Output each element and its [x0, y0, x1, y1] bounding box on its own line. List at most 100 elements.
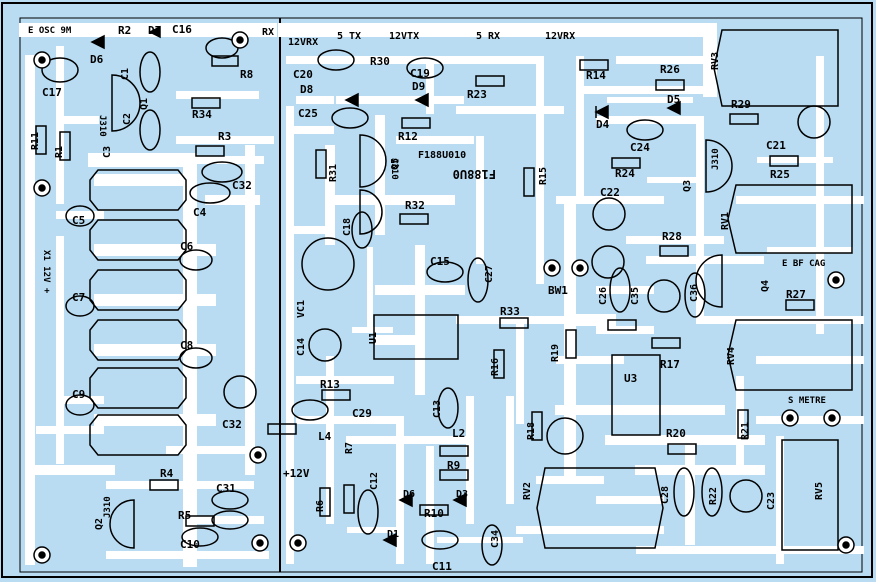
component-label: X1 12V +	[41, 250, 51, 294]
component-label: R13	[320, 378, 340, 391]
component-label: L2	[452, 427, 465, 440]
component-label: R33	[500, 305, 520, 318]
component-label: RV3	[710, 52, 721, 70]
component-label: Q5	[390, 158, 401, 170]
component-label: R3	[218, 130, 231, 143]
component-label: R20	[666, 427, 686, 440]
copper-traces	[19, 23, 864, 567]
component-label: R11	[30, 132, 41, 150]
component-label: 12VRX	[545, 31, 575, 42]
component-label: C8	[180, 339, 193, 352]
component-label: D1	[387, 529, 399, 540]
component-label: C23	[766, 492, 777, 510]
component-label: C13	[432, 400, 443, 418]
component-label: R2	[118, 24, 131, 37]
component-label: BW1	[548, 284, 568, 297]
component-label: L4	[318, 430, 332, 443]
component-label: R23	[467, 88, 487, 101]
component-label: Q3	[682, 180, 693, 192]
component-label: J310	[103, 496, 113, 518]
component-label: R29	[731, 98, 751, 111]
component-label: C11	[432, 560, 452, 573]
component-label: C4	[193, 206, 207, 219]
component-label: R31	[328, 164, 339, 182]
component-label: C7	[72, 291, 85, 304]
component-label: C26	[598, 287, 609, 305]
component-label: D8	[300, 83, 313, 96]
component-label: R14	[586, 69, 606, 82]
component-label: D6	[90, 53, 104, 66]
pcb-inner-border	[19, 17, 863, 573]
component-label: C19	[410, 67, 430, 80]
component-label: J310	[711, 148, 721, 170]
component-label: C9	[72, 388, 85, 401]
component-label: RV4	[726, 347, 737, 365]
component-label: E BF CAG	[782, 259, 825, 269]
component-label: R9	[447, 459, 460, 472]
component-label: F188U010	[418, 150, 466, 161]
component-label: RV5	[814, 482, 825, 500]
component-label: R15	[538, 167, 549, 185]
component-label: C28	[660, 486, 671, 504]
component-label: R16	[490, 358, 501, 376]
component-label: R24	[615, 167, 635, 180]
component-outlines	[35, 29, 853, 566]
component-label: R25	[770, 168, 790, 181]
component-label: S METRE	[788, 396, 826, 406]
component-label: J310	[389, 158, 399, 180]
component-label: C27	[484, 265, 495, 283]
component-label: RV1	[720, 212, 731, 230]
component-label: E OSC 9M	[28, 26, 72, 36]
component-label: R12	[398, 130, 418, 143]
component-label: Q2	[94, 518, 105, 530]
component-label: Q1	[139, 98, 150, 110]
component-label: U1	[368, 332, 379, 344]
component-label: U3	[624, 372, 637, 385]
component-label: C1	[120, 68, 131, 80]
component-label: F188U0	[453, 167, 496, 181]
component-label: Q4	[760, 280, 771, 292]
component-label: C32	[232, 179, 252, 192]
component-label: C32	[222, 418, 242, 431]
component-label: C16	[172, 23, 192, 36]
component-label: C17	[42, 86, 62, 99]
component-label: R17	[660, 358, 680, 371]
component-label: C10	[180, 538, 200, 551]
component-label: C15	[430, 255, 450, 268]
component-label: C36	[689, 284, 700, 302]
component-label: R18	[526, 422, 537, 440]
component-label: R8	[240, 68, 253, 81]
component-label: C2	[122, 113, 133, 125]
component-label: 12VRX	[288, 37, 318, 48]
component-label: R4	[160, 467, 174, 480]
component-label: R28	[662, 230, 682, 243]
component-label: R19	[550, 344, 561, 362]
component-label: C29	[352, 407, 372, 420]
component-label: R6	[315, 500, 326, 512]
component-label: C20	[293, 68, 313, 81]
component-label: D5	[667, 93, 680, 106]
component-label: C24	[630, 141, 650, 154]
component-label: C31	[216, 482, 236, 495]
component-label: +12V	[283, 467, 310, 480]
component-label: R34	[192, 108, 212, 121]
component-label: 5 TX	[337, 31, 361, 42]
component-label: C22	[600, 186, 620, 199]
component-label: R22	[708, 487, 719, 505]
component-label: C5	[72, 214, 85, 227]
component-label: C6	[180, 240, 194, 253]
component-label: RV2	[522, 482, 533, 500]
diodes	[90, 25, 681, 548]
component-label: 5 RX	[476, 31, 500, 42]
component-label: C34	[490, 530, 501, 548]
component-label: R10	[424, 507, 444, 520]
component-label: R1	[54, 146, 65, 158]
component-label: D3	[456, 489, 468, 500]
component-label: C25	[298, 107, 318, 120]
component-label: C18	[342, 218, 353, 236]
component-label: C21	[766, 139, 786, 152]
component-label: R7	[344, 442, 355, 454]
component-label: RX	[262, 27, 274, 38]
